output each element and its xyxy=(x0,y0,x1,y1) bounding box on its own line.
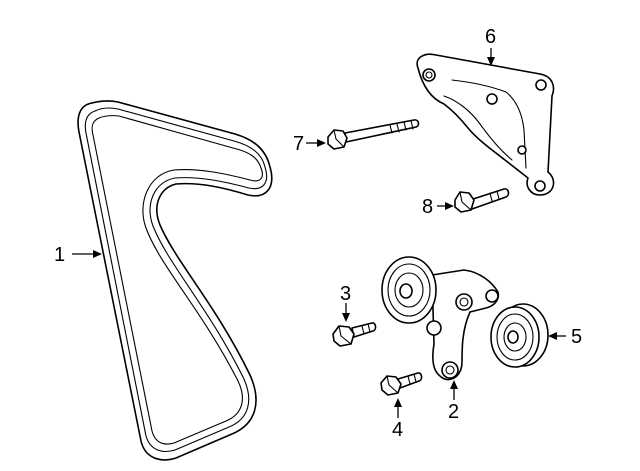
belt-tensioner-icon xyxy=(381,256,500,381)
callout-8: 8 xyxy=(422,196,434,218)
callout-4: 4 xyxy=(392,419,404,441)
callout-5: 5 xyxy=(571,326,583,348)
callout-1: 1 xyxy=(54,244,66,266)
leader-line-1 xyxy=(72,250,102,258)
leader-line-6 xyxy=(487,48,495,66)
bolt-icon-4 xyxy=(380,372,423,396)
callout-7: 7 xyxy=(293,133,305,155)
callout-6: 6 xyxy=(485,26,497,48)
leader-line-3 xyxy=(342,303,350,322)
bolt-icon-8 xyxy=(454,188,510,213)
leader-line-7 xyxy=(306,139,326,147)
long-bolt-icon xyxy=(327,119,420,150)
leader-line-8 xyxy=(437,202,454,210)
callout-3: 3 xyxy=(340,283,352,305)
callout-2: 2 xyxy=(448,401,460,423)
idler-pulley-icon xyxy=(490,303,549,368)
leader-line-5 xyxy=(548,332,566,340)
mounting-bracket-icon xyxy=(416,53,555,196)
bolt-icon-3 xyxy=(332,322,377,347)
serpentine-belt-icon xyxy=(77,100,273,461)
leader-line-2 xyxy=(450,380,458,400)
leader-line-4 xyxy=(394,398,402,418)
